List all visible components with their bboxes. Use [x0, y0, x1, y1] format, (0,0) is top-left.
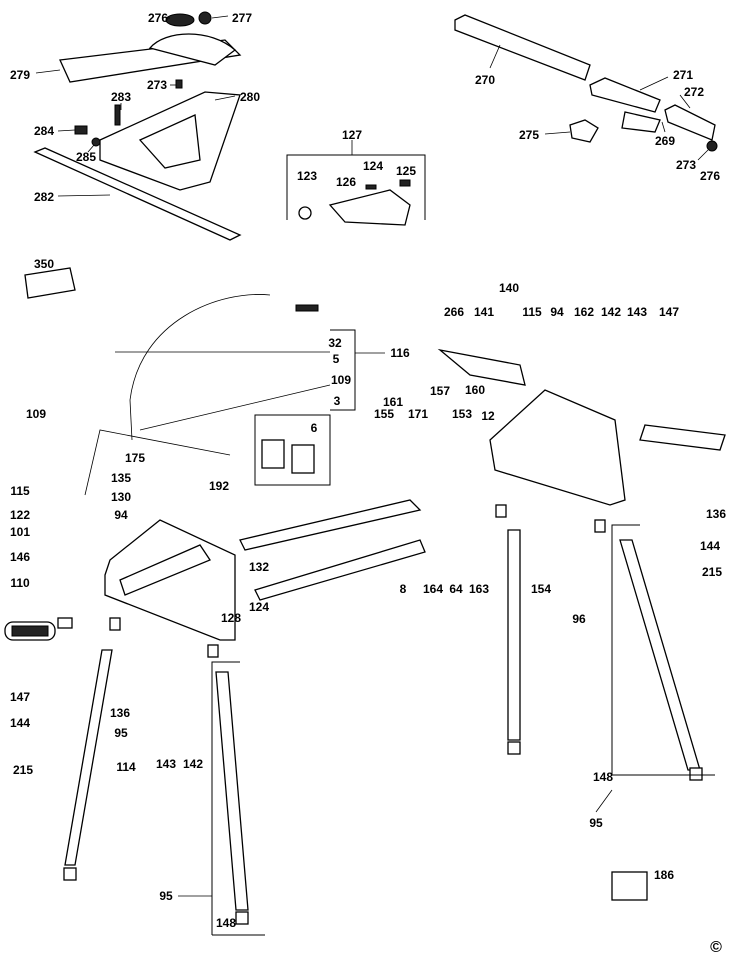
part-label: 6 [311, 421, 318, 435]
part-label: 8 [400, 582, 407, 596]
part-label: 160 [465, 383, 485, 397]
part-label: 64 [449, 582, 463, 596]
part-label: 12 [481, 409, 495, 423]
part-label: 101 [10, 525, 30, 539]
miter-gauge-assembly [33, 11, 242, 241]
part-label: 275 [519, 128, 539, 142]
part-label: 272 [684, 85, 704, 99]
part-label: 136 [110, 706, 130, 720]
part-label: 114 [116, 760, 136, 774]
part-label: 350 [34, 257, 54, 271]
part-label: 143 [156, 757, 176, 771]
part-number-labels: 276 277 279 273 283 280 284 285 282 270 … [10, 11, 726, 956]
part-label: 123 [297, 169, 317, 183]
part-label: 136 [706, 507, 726, 521]
part-label: 140 [499, 281, 519, 295]
part-label: 127 [342, 128, 362, 142]
part-label: 3 [334, 394, 341, 408]
part-label: 283 [111, 90, 131, 104]
part-label: 148 [593, 770, 613, 784]
part-label: 32 [328, 336, 342, 350]
part-label: 175 [125, 451, 145, 465]
part-label: 162 [574, 305, 594, 319]
part-350 [24, 267, 76, 299]
part-label: 157 [430, 384, 450, 398]
part-label: 141 [474, 305, 494, 319]
part-label: 142 [601, 305, 621, 319]
part-label: 147 [659, 305, 679, 319]
part-label: 269 [655, 134, 675, 148]
part-label: 116 [390, 346, 410, 360]
part-group-127 [286, 140, 426, 226]
part-label: 192 [209, 479, 229, 493]
part-label: 155 [374, 407, 394, 421]
part-label: 277 [232, 11, 252, 25]
part-label: 282 [34, 190, 54, 204]
part-186 [611, 871, 648, 901]
part-label: 285 [76, 150, 96, 164]
part-label: 276 [148, 11, 168, 25]
part-label: 126 [336, 175, 356, 189]
part-label: 284 [34, 124, 54, 138]
part-label: 271 [673, 68, 693, 82]
part-label: 143 [627, 305, 647, 319]
part-label: 273 [676, 158, 696, 172]
part-label: 109 [331, 373, 351, 387]
rip-fence-assembly [454, 14, 718, 161]
part-label: 109 [26, 407, 46, 421]
legs [63, 524, 715, 936]
part-label: 279 [10, 68, 30, 82]
part-label: 5 [333, 352, 340, 366]
part-label: 148 [216, 916, 236, 930]
part-label: 163 [469, 582, 489, 596]
dewalt-badge [4, 621, 56, 641]
right-leg-bracket [437, 348, 726, 533]
part-label: 115 [10, 484, 30, 498]
part-label: 128 [221, 611, 241, 625]
part-label: 122 [10, 508, 30, 522]
part-label: 125 [396, 164, 416, 178]
part-label: 276 [700, 169, 720, 183]
part-label: 124 [363, 159, 383, 173]
part-label: 135 [111, 471, 131, 485]
part-label: 144 [700, 539, 720, 553]
part-label: 215 [13, 763, 33, 777]
part-label: 266 [444, 305, 464, 319]
part-label: 273 [147, 78, 167, 92]
part-label: 94 [114, 508, 128, 522]
part-label: 96 [572, 612, 586, 626]
part-label: 164 [423, 582, 443, 596]
part-label: 171 [408, 407, 428, 421]
part-110 [57, 617, 73, 629]
part-label: 280 [240, 90, 260, 104]
part-label: 146 [10, 550, 30, 564]
part-label: 144 [10, 716, 30, 730]
part-label: 124 [249, 600, 269, 614]
part-label: 215 [702, 565, 722, 579]
copyright-symbol: © [710, 939, 722, 956]
part-label: 95 [589, 816, 603, 830]
part-label: 110 [10, 576, 30, 590]
switch-cable-assembly [84, 294, 385, 496]
left-leg-bracket [104, 499, 426, 658]
part-label: 130 [111, 490, 131, 504]
part-label: 153 [452, 407, 472, 421]
part-label: 95 [114, 726, 128, 740]
part-label: 142 [183, 757, 203, 771]
part-label: 94 [550, 305, 564, 319]
part-label: 115 [522, 305, 542, 319]
part-label: 147 [10, 690, 30, 704]
part-label: 270 [475, 73, 495, 87]
part-label: 132 [249, 560, 269, 574]
part-label: 161 [383, 395, 403, 409]
part-label: 186 [654, 868, 674, 882]
part-label: 95 [159, 889, 173, 903]
part-label: 154 [531, 582, 551, 596]
